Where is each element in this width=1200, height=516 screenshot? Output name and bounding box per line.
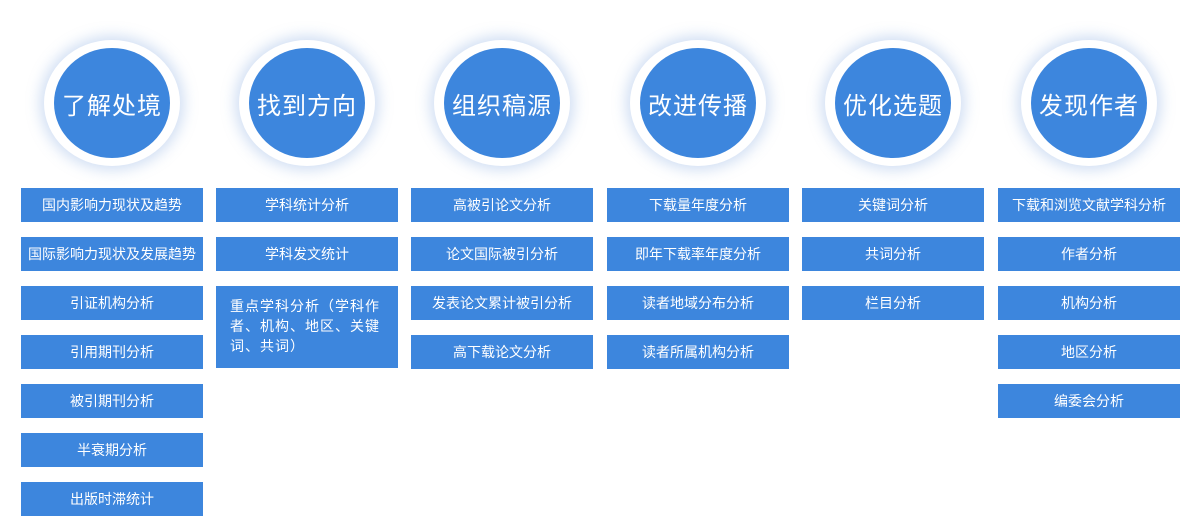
item-button[interactable]: 高被引论文分析 bbox=[411, 188, 593, 222]
item-button[interactable]: 学科发文统计 bbox=[216, 237, 398, 271]
item-button[interactable]: 重点学科分析（学科作者、机构、地区、关键词、共词） bbox=[216, 286, 398, 368]
item-button[interactable]: 学科统计分析 bbox=[216, 188, 398, 222]
item-button[interactable]: 共词分析 bbox=[802, 237, 984, 271]
item-button[interactable]: 国内影响力现状及趋势 bbox=[21, 188, 203, 222]
item-button[interactable]: 关键词分析 bbox=[802, 188, 984, 222]
category-title: 优化选题 bbox=[835, 48, 951, 158]
item-button[interactable]: 下载和浏览文献学科分析 bbox=[998, 188, 1180, 222]
category-title: 发现作者 bbox=[1031, 48, 1147, 158]
category-circle-ring: 改进传播 bbox=[630, 40, 766, 166]
category-circle-ring: 组织稿源 bbox=[434, 40, 570, 166]
category-circle-ring: 发现作者 bbox=[1021, 40, 1157, 166]
category-title: 组织稿源 bbox=[444, 48, 560, 158]
item-button[interactable]: 编委会分析 bbox=[998, 384, 1180, 418]
item-button[interactable]: 读者所属机构分析 bbox=[607, 335, 789, 369]
category-title: 了解处境 bbox=[54, 48, 170, 158]
category-title: 改进传播 bbox=[640, 48, 756, 158]
item-button[interactable]: 高下载论文分析 bbox=[411, 335, 593, 369]
item-button[interactable]: 论文国际被引分析 bbox=[411, 237, 593, 271]
category-circle-ring: 优化选题 bbox=[825, 40, 961, 166]
category-title: 找到方向 bbox=[249, 48, 365, 158]
item-button[interactable]: 机构分析 bbox=[998, 286, 1180, 320]
item-button[interactable]: 即年下载率年度分析 bbox=[607, 237, 789, 271]
item-button[interactable]: 栏目分析 bbox=[802, 286, 984, 320]
category-circle-ring: 了解处境 bbox=[44, 40, 180, 166]
item-button[interactable]: 半衰期分析 bbox=[21, 433, 203, 467]
item-button[interactable]: 发表论文累计被引分析 bbox=[411, 286, 593, 320]
item-button[interactable]: 作者分析 bbox=[998, 237, 1180, 271]
item-button[interactable]: 读者地域分布分析 bbox=[607, 286, 789, 320]
item-button[interactable]: 引证机构分析 bbox=[21, 286, 203, 320]
item-button[interactable]: 下载量年度分析 bbox=[607, 188, 789, 222]
item-button[interactable]: 引用期刊分析 bbox=[21, 335, 203, 369]
category-circle-ring: 找到方向 bbox=[239, 40, 375, 166]
item-button[interactable]: 出版时滞统计 bbox=[21, 482, 203, 516]
item-button[interactable]: 地区分析 bbox=[998, 335, 1180, 369]
item-button[interactable]: 被引期刊分析 bbox=[21, 384, 203, 418]
item-button[interactable]: 国际影响力现状及发展趋势 bbox=[21, 237, 203, 271]
